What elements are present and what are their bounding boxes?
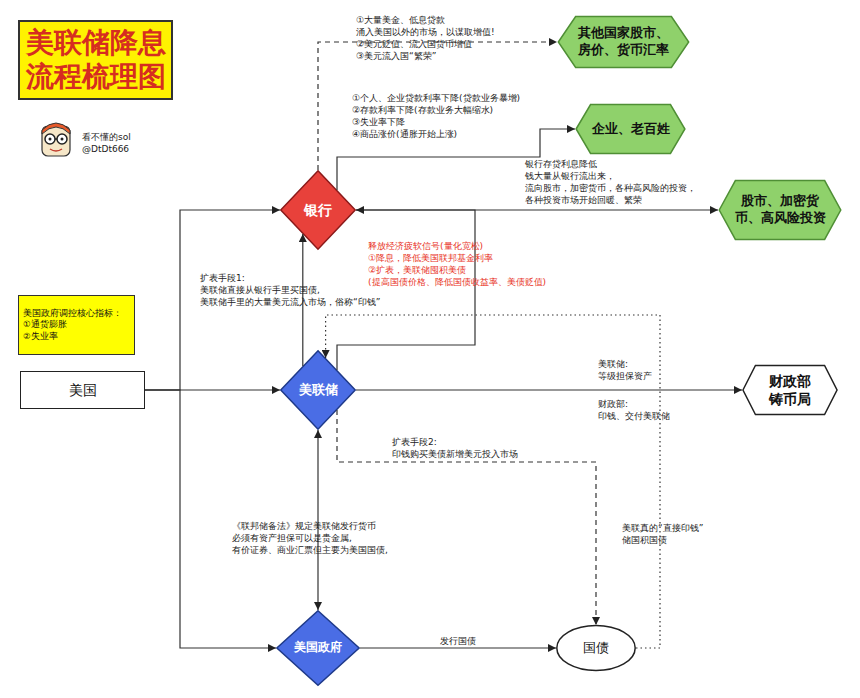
hexagon-box: 其他国家股市、 房价、货币汇率 bbox=[557, 16, 690, 68]
connector bbox=[337, 210, 475, 370]
annotation-text: 财政部: 印钱、交付美联储 bbox=[598, 398, 860, 422]
ellipse-shape bbox=[557, 625, 635, 670]
author-credit: 看不懂的sol bbox=[82, 131, 131, 143]
decision-diamond: 美国政府 bbox=[276, 610, 360, 686]
node-text-group: 国债 bbox=[556, 640, 636, 657]
edge-label: 美联储: 等级担保资产 bbox=[598, 358, 860, 382]
edge-label: 扩表手段2: 印钱购买美债新增美元投入市场 bbox=[392, 436, 860, 460]
avatar-eye bbox=[49, 138, 52, 141]
connector bbox=[337, 410, 596, 625]
node-text-group: 银行 bbox=[280, 201, 356, 219]
avatar-hair bbox=[42, 123, 70, 134]
avatar-eye bbox=[61, 138, 64, 141]
hexagon-shape bbox=[576, 105, 685, 154]
hexagon-shape bbox=[743, 366, 837, 415]
node-text: 美国政府 bbox=[282, 640, 354, 656]
ellipse-node: 国债 bbox=[556, 625, 636, 671]
title-text: 美联储降息 流程梳理图 bbox=[20, 26, 171, 94]
process-box: 美国 bbox=[20, 371, 145, 409]
node-text: 其他国家股市、 房价、货币汇率 bbox=[563, 25, 684, 59]
edge-label: 释放经济疲软信号(量化宽松) ①降息，降低美国联邦基金利率 ②扩表，美联储囤积美… bbox=[368, 240, 860, 288]
node-text: ②失业率 bbox=[23, 331, 130, 342]
edge-label: ①大量美金、低息贷款 涌入美国以外的市场，以谋取增值! ②美元贬值、流入国货币增… bbox=[356, 14, 860, 62]
diamond-shape bbox=[277, 611, 359, 685]
node-text-group: 股市、加密货 币、高风险投资 bbox=[718, 193, 842, 227]
hexagon-box: 财政部 铸币局 bbox=[742, 365, 838, 415]
avatar-glasses-bridge bbox=[55, 138, 57, 140]
node-text-group: 美国政府 bbox=[276, 640, 360, 656]
author-avatar bbox=[36, 122, 76, 160]
avatar-mouth bbox=[50, 149, 62, 151]
edge-label: 《联邦储备法》规定美联储发行货币 必须有资产担保可以是贵金属, 有价证券、商业汇… bbox=[232, 520, 860, 556]
node-text: 财政部 铸币局 bbox=[748, 372, 832, 408]
node-text-group: 美国 bbox=[21, 381, 144, 399]
hexagon-shape bbox=[558, 17, 688, 68]
node-text-group: 财政部 铸币局 bbox=[742, 372, 838, 408]
hexagon-box: 企业、老百姓 bbox=[575, 104, 686, 154]
node-text: 企业、老百姓 bbox=[581, 121, 680, 138]
node-text: 美国 bbox=[27, 381, 138, 399]
decision-diamond: 银行 bbox=[280, 170, 356, 250]
title-box: 美联储降息 流程梳理图 bbox=[18, 20, 173, 100]
hexagon-box: 股市、加密货 币、高风险投资 bbox=[718, 180, 842, 240]
node-text: 美国政府调控核心指标： bbox=[23, 308, 130, 319]
node-text-group: 美国政府调控核心指标：①通货膨胀②失业率 bbox=[19, 308, 134, 341]
note-box: 美国政府调控核心指标：①通货膨胀②失业率 bbox=[18, 295, 135, 355]
edge-label: 美联真的“直接印钱” 储国积国债 bbox=[622, 522, 860, 546]
edge-label: ①个人、企业贷款利率下降(贷款业务暴增) ②存款利率下降(存款业务大幅缩水) ③… bbox=[352, 92, 860, 140]
node-text-group: 美联储 bbox=[280, 382, 356, 399]
edge-label: 银行存贷利息降低 钱大量从银行流出来， 流向股市，加密货币，各种高风险的投资， … bbox=[525, 158, 860, 206]
connector bbox=[145, 390, 276, 648]
diamond-shape bbox=[281, 171, 355, 249]
edge-label: 发行国债 bbox=[440, 635, 476, 647]
node-text-group: 其他国家股市、 房价、货币汇率 bbox=[557, 25, 690, 59]
author-credit: @DtDt666 bbox=[82, 143, 129, 155]
connector bbox=[360, 647, 556, 648]
hexagon-shape bbox=[719, 181, 841, 240]
node-text: 国债 bbox=[562, 640, 630, 657]
connector bbox=[317, 430, 318, 610]
edge-label: 扩表手段1: 美联储直接从银行手里买国债, 美联储手里的大量美元流入市场，俗称“… bbox=[200, 272, 860, 308]
node-text: 股市、加密货 币、高风险投资 bbox=[724, 193, 836, 227]
avatar-glasses bbox=[45, 134, 55, 144]
node-text-group: 企业、老百姓 bbox=[575, 121, 686, 138]
decision-diamond: 美联储 bbox=[280, 350, 356, 430]
connector bbox=[356, 389, 742, 390]
node-text: ①通货膨胀 bbox=[23, 319, 130, 330]
avatar-glasses bbox=[57, 134, 67, 144]
node-text: 银行 bbox=[286, 201, 350, 219]
node-outline bbox=[742, 365, 838, 415]
node-text: 美联储 bbox=[286, 382, 350, 399]
diamond-shape bbox=[281, 351, 355, 429]
